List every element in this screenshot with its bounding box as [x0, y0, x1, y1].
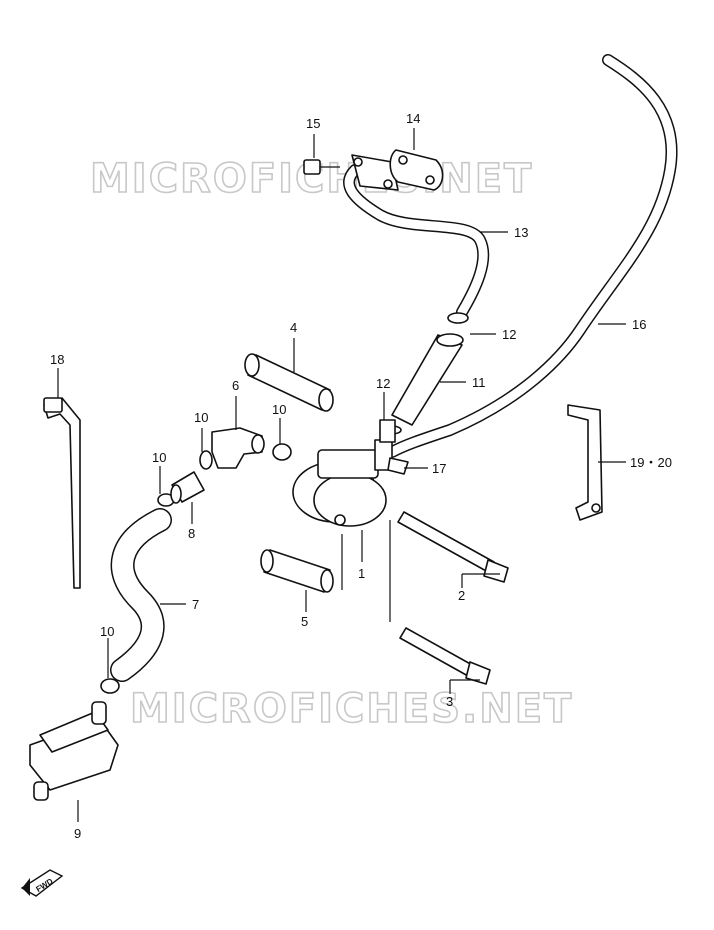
callout-17: 17 — [432, 461, 446, 476]
callout-12-top: 12 — [502, 327, 516, 342]
leader-lines — [57, 128, 626, 822]
gasket-14 — [389, 149, 444, 191]
hose-11 — [391, 333, 464, 426]
callout-4: 4 — [290, 320, 297, 335]
callout-12-lower: 12 — [376, 376, 390, 391]
clip-17 — [387, 457, 409, 475]
callout-8: 8 — [188, 526, 195, 541]
callout-16: 16 — [632, 317, 646, 332]
pipe-13 — [343, 154, 490, 318]
callout-18: 18 — [50, 352, 64, 367]
clamp-10-right — [272, 443, 292, 461]
callout-1: 1 — [358, 566, 365, 581]
bracket-19-20 — [567, 404, 603, 521]
callout-15: 15 — [306, 116, 320, 131]
callout-9: 9 — [74, 826, 81, 841]
clamp-12-top — [447, 312, 469, 324]
hose-7 — [110, 508, 172, 682]
callout-19-20: 19・20 — [630, 455, 672, 470]
callout-3: 3 — [446, 694, 453, 709]
valve-1 — [292, 419, 396, 527]
callout-10-left: 10 — [152, 450, 166, 465]
filter-9 — [29, 701, 119, 801]
callout-5: 5 — [301, 614, 308, 629]
connector-8 — [170, 471, 205, 504]
bolt-3 — [399, 627, 491, 685]
fwd-arrow-icon: FWD — [20, 869, 64, 897]
callout-13: 13 — [514, 225, 528, 240]
callout-2: 2 — [458, 588, 465, 603]
watermark-bottom: MICROFICHES.NET — [130, 686, 573, 732]
callout-11: 11 — [472, 375, 486, 390]
clamp-10-bottom — [100, 678, 120, 694]
clamp-10-mid — [199, 450, 213, 470]
callout-7: 7 — [192, 597, 199, 612]
callout-6: 6 — [232, 378, 239, 393]
bolt-15 — [303, 159, 340, 175]
hose-5 — [260, 549, 334, 593]
bolt-2 — [397, 511, 509, 583]
hose-4 — [244, 353, 334, 412]
callout-10-mid: 10 — [194, 410, 208, 425]
hose-16 — [386, 54, 678, 458]
elbow-6 — [211, 427, 265, 469]
callout-10-bottom: 10 — [100, 624, 114, 639]
tie-strap-18 — [43, 397, 81, 589]
callout-10-right: 10 — [272, 402, 286, 417]
callout-14: 14 — [406, 111, 420, 126]
